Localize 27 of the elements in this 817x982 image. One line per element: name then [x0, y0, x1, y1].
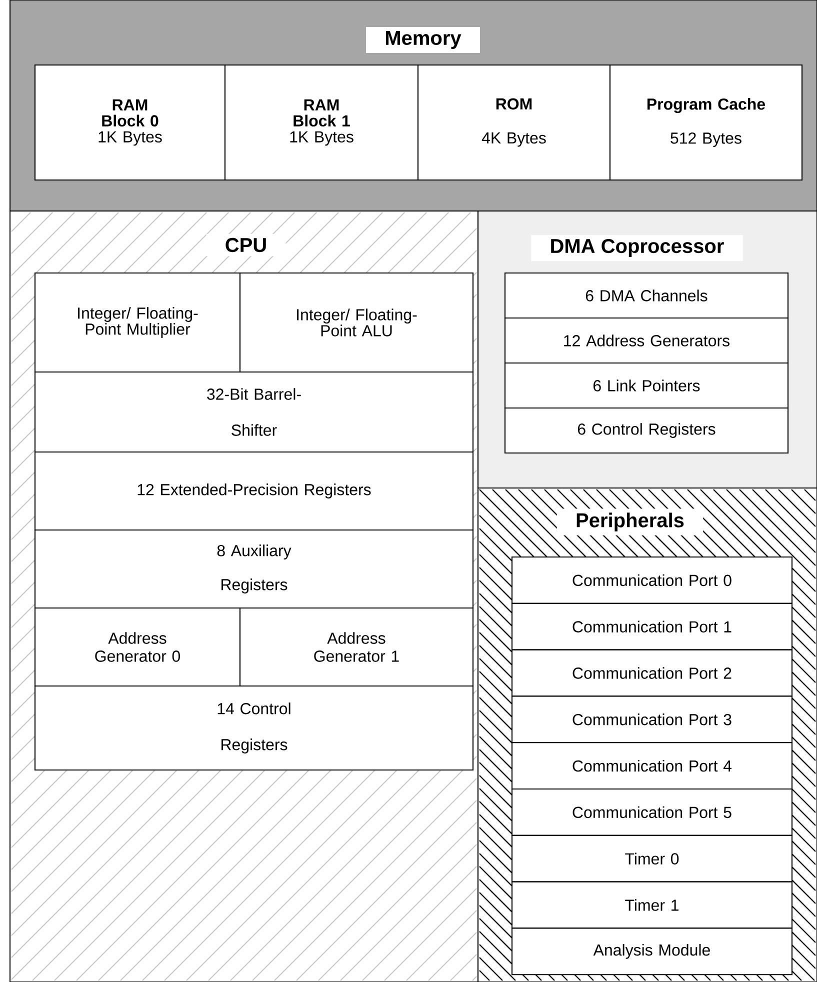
cell-box: Address Generator 0	[34, 607, 241, 687]
cell-box: Communication Port 3	[511, 696, 793, 744]
cell-box: RAM Block 1 1K Bytes	[224, 64, 419, 181]
cell-box: 12 Extended-Precision Registers	[34, 451, 474, 531]
cell-box: 6 Link Pointers	[504, 362, 789, 409]
cell-box: Communication Port 2	[511, 649, 793, 697]
cell-box: ROM 4K Bytes	[417, 64, 611, 181]
cell-box: 6 Control Registers	[504, 407, 789, 454]
cell-box: Integer/ Floating-Point ALU	[239, 272, 474, 373]
cell-box: 32-Bit Barrel-Shifter	[34, 371, 474, 453]
cell-box: 12 Address Generators	[504, 317, 789, 364]
cell-box: Timer 1	[511, 881, 793, 929]
cell-box: Communication Port 4	[511, 742, 793, 790]
region-title: CPU	[206, 234, 286, 256]
region-title: DMA Coprocessor	[531, 234, 743, 262]
region-title: Peripherals	[556, 508, 704, 536]
cell-box: Communication Port 1	[511, 602, 793, 650]
cell-box: Integer/ Floating-Point Multiplier	[34, 272, 241, 373]
cell-box: Address Generator 1	[239, 607, 474, 687]
cell-box: Timer 0	[511, 834, 793, 882]
cell-box: RAM Block 0 1K Bytes	[34, 64, 226, 181]
cell-box: Analysis Module	[511, 928, 793, 976]
region-title: Memory	[366, 27, 480, 53]
cell-box: Communication Port 0	[511, 556, 793, 604]
cell-box: Communication Port 5	[511, 788, 793, 836]
cell-box: Program Cache 512 Bytes	[609, 64, 803, 181]
cell-box: 6 DMA Channels	[504, 272, 789, 319]
